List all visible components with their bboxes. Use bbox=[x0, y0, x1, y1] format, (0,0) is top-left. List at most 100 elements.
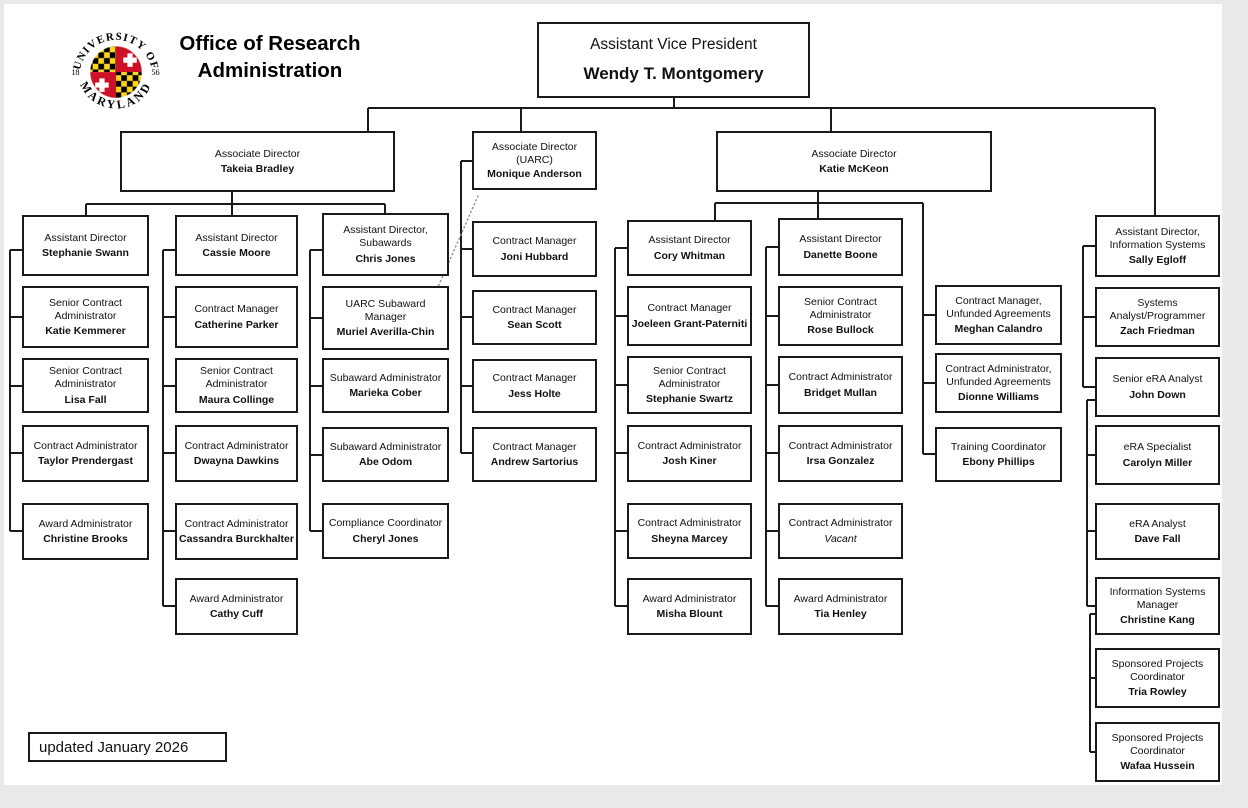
role-label: Associate Director bbox=[214, 148, 301, 161]
role-label: Senior Contract Administrator bbox=[804, 295, 877, 321]
person-name: Dionne Williams bbox=[957, 391, 1039, 404]
person-name: Monique Anderson bbox=[487, 168, 582, 181]
role-label: Associate Director bbox=[811, 148, 897, 161]
role-label: Compliance Coordinator bbox=[328, 517, 443, 530]
person-name: Cory Whitman bbox=[653, 249, 726, 262]
person-name: Joeleen Grant-Paterniti bbox=[631, 317, 748, 330]
role-label: Assistant Director bbox=[195, 231, 278, 244]
role-label: Assistant Director, Information Systems bbox=[1109, 225, 1206, 251]
person-name: Cassandra Burckhalter bbox=[179, 533, 294, 546]
person-name: Zach Friedman bbox=[1120, 325, 1195, 338]
updated-date-label: updated January 2026 bbox=[39, 738, 189, 756]
role-label: Systems Analyst/Programmer bbox=[1109, 296, 1206, 322]
role-label: Contract Administrator bbox=[637, 439, 742, 452]
person-name: Wafaa Hussein bbox=[1120, 760, 1195, 773]
role-label: Assistant Director bbox=[799, 233, 882, 246]
person-name: Maura Collinge bbox=[198, 393, 275, 406]
role-label: Contract Manager, Unfunded Agreements bbox=[946, 294, 1051, 320]
role-label: Contract Administrator bbox=[788, 517, 893, 530]
person-name: Christine Kang bbox=[1120, 614, 1195, 627]
updated-date-box: updated January 2026 bbox=[28, 732, 227, 762]
person-name: Abe Odom bbox=[358, 456, 413, 469]
person-name: Stephanie Swartz bbox=[646, 393, 733, 406]
role-label: Contract Manager bbox=[647, 302, 732, 315]
logo-year-18: 18 bbox=[71, 68, 79, 77]
person-name: Cheryl Jones bbox=[352, 532, 419, 545]
role-label: Senior Contract Administrator bbox=[49, 296, 122, 322]
person-name: Taylor Prendergast bbox=[38, 455, 133, 468]
role-label: Information Systems Manager bbox=[1109, 585, 1206, 611]
person-name: Catherine Parker bbox=[194, 318, 279, 331]
role-label: Contract Administrator bbox=[788, 371, 893, 384]
person-name: Jess Holte bbox=[508, 387, 561, 400]
role-label: eRA Analyst bbox=[1129, 517, 1186, 530]
person-name: Christine Brooks bbox=[43, 533, 128, 546]
person-name: Rose Bullock bbox=[807, 324, 874, 337]
person-name: Dwayna Dawkins bbox=[193, 455, 280, 468]
role-label: Contract Administrator bbox=[637, 517, 742, 530]
role-label: Senior Contract Administrator bbox=[49, 365, 122, 390]
person-name: Danette Boone bbox=[803, 248, 878, 261]
person-name: Katie Kemmerer bbox=[45, 325, 126, 338]
person-name: Joni Hubbard bbox=[500, 250, 569, 263]
role-label: Assistant Director bbox=[648, 234, 731, 247]
person-name: Stephanie Swann bbox=[42, 247, 129, 260]
person-name: Ebony Phillips bbox=[962, 456, 1035, 469]
person-name: Tria Rowley bbox=[1128, 686, 1187, 699]
role-label: Contract Administrator bbox=[33, 439, 138, 452]
role-label: Senior Contract Administrator bbox=[653, 364, 726, 390]
person-name: Meghan Calandro bbox=[954, 323, 1043, 336]
role-label: Award Administrator bbox=[189, 592, 284, 605]
person-name: Carolyn Miller bbox=[1122, 456, 1193, 469]
person-name: Cassie Moore bbox=[202, 247, 271, 260]
role-label: Associate Director (UARC) bbox=[491, 140, 578, 166]
person-name: Katie McKeon bbox=[819, 162, 889, 175]
role-label: Sponsored Projects Coordinator bbox=[1111, 731, 1204, 757]
person-name: Vacant bbox=[824, 532, 857, 545]
person-name: Josh Kiner bbox=[662, 455, 717, 468]
person-name: Cathy Cuff bbox=[209, 608, 264, 621]
umd-logo: UNIVERSITY OF MARYLAND 18 56 bbox=[64, 18, 168, 122]
org-box-anderson: Associate Director (UARC) Monique Anderso… bbox=[472, 131, 597, 190]
role-label: UARC Subaward Manager bbox=[345, 297, 426, 323]
role-label: Senior Contract Administrator bbox=[200, 365, 273, 390]
person-name: Andrew Sartorius bbox=[490, 456, 579, 469]
role-label: Contract Administrator bbox=[184, 439, 289, 452]
person-name: Sean Scott bbox=[507, 319, 562, 332]
page-title: Office of Research Administration bbox=[179, 32, 361, 83]
role-label: eRA Specialist bbox=[1123, 441, 1192, 454]
role-label: Award Administrator bbox=[793, 592, 888, 605]
role-label: Assistant Vice President bbox=[590, 35, 757, 53]
role-label: Sponsored Projects Coordinator bbox=[1111, 657, 1204, 683]
role-label: Senior eRA Analyst bbox=[1112, 373, 1203, 386]
